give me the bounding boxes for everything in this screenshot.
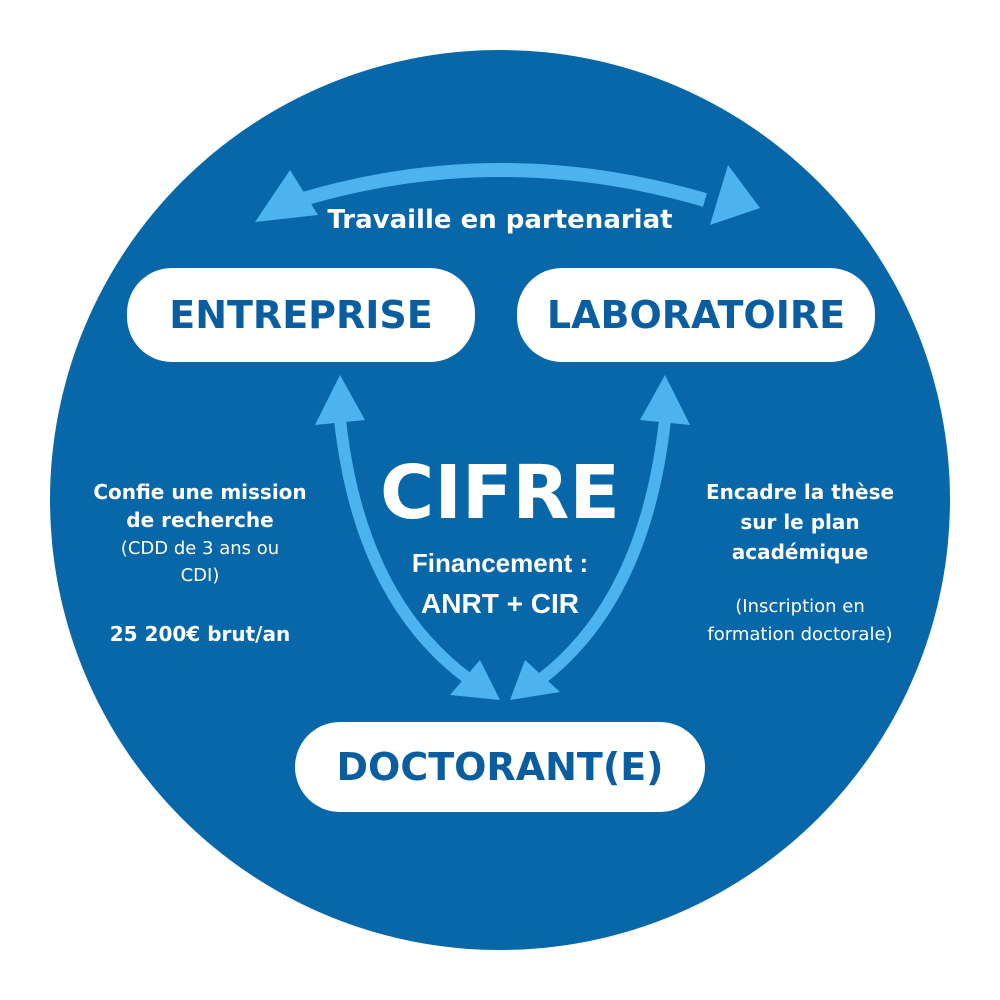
arrow-head-up-right-icon <box>640 375 690 425</box>
cifre-title: CIFRE <box>380 450 620 536</box>
partnership-arrow <box>297 163 707 207</box>
salary-text: 25 200€ brut/an <box>109 622 291 646</box>
left-line4: CDI) <box>180 565 220 586</box>
arrow-head-left-icon <box>255 170 318 222</box>
node-laboratoire: LABORATOIRE <box>517 268 875 362</box>
funding-label: Financement : <box>411 548 589 578</box>
right-line3: académique <box>731 540 869 564</box>
node-entreprise-label: ENTREPRISE <box>169 293 433 337</box>
left-line2: de recherche <box>126 508 274 532</box>
arrow-head-up-left-icon <box>315 375 365 425</box>
funding-value: ANRT + CIR <box>421 588 579 619</box>
node-doctorant: DOCTORANT(E) <box>295 722 705 812</box>
arrow-head-right-icon <box>710 165 760 225</box>
right-line5: formation doctorale) <box>707 624 893 645</box>
right-line2: sur le plan <box>740 510 860 534</box>
arrow-head-down-left-icon <box>450 660 500 700</box>
node-doctorant-label: DOCTORANT(E) <box>336 745 664 789</box>
right-line4: (Inscription en <box>735 596 865 617</box>
node-entreprise: ENTREPRISE <box>127 268 475 362</box>
node-laboratoire-label: LABORATOIRE <box>546 293 846 337</box>
arrow-head-down-right-icon <box>510 660 560 700</box>
left-line1: Confie une mission <box>93 480 307 504</box>
entreprise-doctorant-arrow <box>334 419 474 685</box>
partnership-label: Travaille en partenariat <box>327 205 673 235</box>
left-line3: (CDD de 3 ans ou <box>120 538 280 559</box>
laboratoire-doctorant-arrow <box>536 419 671 685</box>
right-line1: Encadre la thèse <box>705 480 895 504</box>
